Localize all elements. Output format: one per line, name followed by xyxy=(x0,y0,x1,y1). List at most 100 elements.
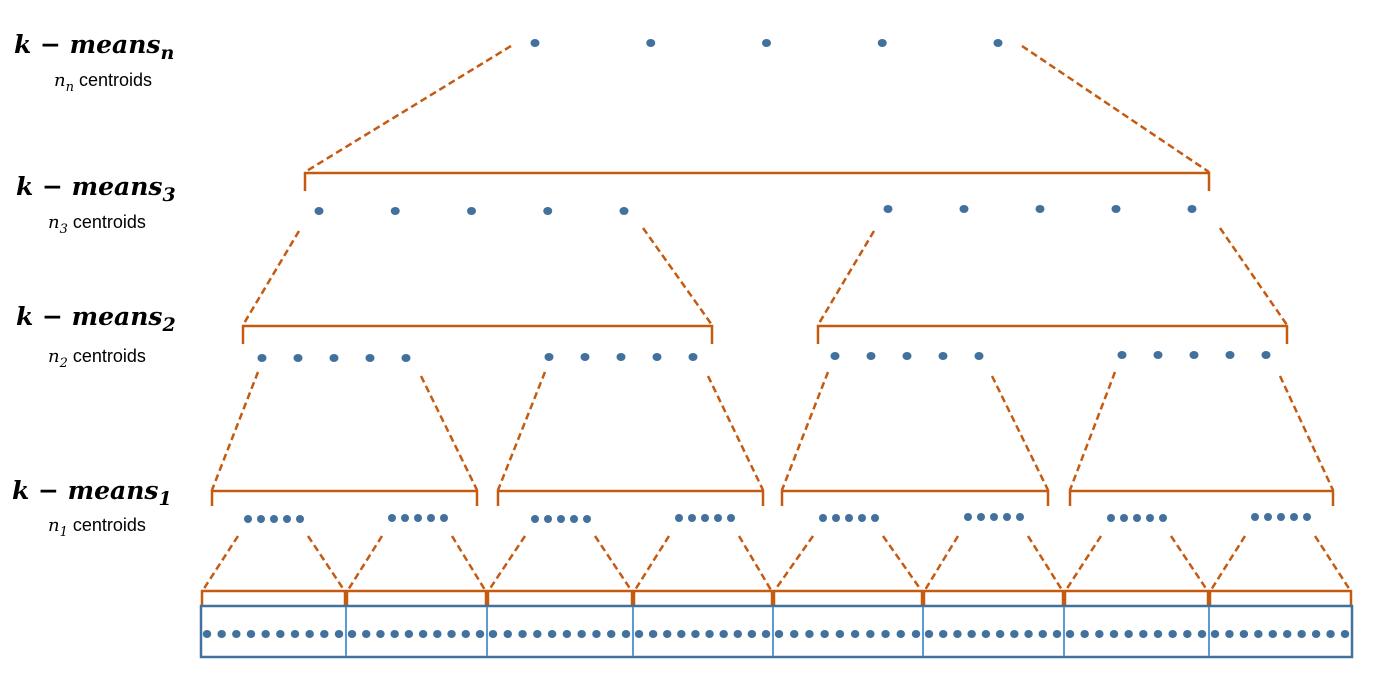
connector-level-1 xyxy=(450,535,487,591)
connector-level-1 xyxy=(1313,535,1352,591)
bracket-level-2 xyxy=(241,324,714,344)
bracket-level-1 xyxy=(496,489,765,506)
data-point xyxy=(347,630,357,638)
centroid-level-1 xyxy=(257,515,265,523)
bracket-data-block xyxy=(922,589,1065,605)
data-point xyxy=(1109,630,1119,638)
data-point xyxy=(607,630,616,638)
data-point xyxy=(1065,630,1075,638)
data-point xyxy=(1052,630,1062,638)
data-point xyxy=(1095,630,1104,638)
data-point xyxy=(1197,630,1207,638)
connector-level-3 xyxy=(1218,227,1289,326)
data-point xyxy=(577,630,586,638)
centroid-level-1 xyxy=(1251,513,1259,521)
data-point xyxy=(1153,630,1163,638)
centroid-level-1 xyxy=(819,514,827,522)
centroid-level-3 xyxy=(619,207,629,215)
centroid-level-3 xyxy=(314,207,324,215)
data-point xyxy=(835,630,845,638)
data-point xyxy=(592,630,601,638)
centroid-level-1 xyxy=(1107,514,1115,522)
level-title-3: k − means3 xyxy=(16,172,176,206)
connector-level-1 xyxy=(881,535,923,591)
centroid-level-3 xyxy=(1187,205,1197,213)
connector-level-1 xyxy=(1169,535,1209,591)
connector-level-2 xyxy=(496,371,547,491)
centroid-level-3 xyxy=(959,205,969,213)
level-title-2: k − means2 xyxy=(16,302,176,336)
data-point xyxy=(376,630,385,638)
centroid-level-2 xyxy=(293,354,303,362)
centroid-level-1 xyxy=(675,514,683,522)
data-point xyxy=(850,630,860,638)
centroid-level-1 xyxy=(871,514,879,522)
connector-level-2 xyxy=(706,375,765,491)
data-point xyxy=(924,630,934,638)
data-point xyxy=(305,630,314,638)
data-point xyxy=(1254,630,1263,638)
centroid-level-2 xyxy=(974,352,984,360)
centroid-level-1 xyxy=(1016,513,1024,521)
data-point xyxy=(1326,630,1335,638)
data-point xyxy=(747,630,757,638)
data-point xyxy=(1024,630,1033,638)
centroid-level-2 xyxy=(1189,351,1199,359)
data-point xyxy=(276,630,285,638)
centroid-level-2 xyxy=(544,353,554,361)
data-point xyxy=(953,630,962,638)
bracket-level-3 xyxy=(303,171,1211,191)
centroid-level-2 xyxy=(1261,351,1271,359)
data-point xyxy=(691,630,700,638)
data-point xyxy=(995,630,1005,638)
centroid-level-n xyxy=(646,39,656,47)
data-point xyxy=(1225,630,1234,638)
centroid-level-3 xyxy=(1111,205,1121,213)
connector-level-3 xyxy=(816,230,876,326)
level-title-1: k − means1 xyxy=(12,476,172,510)
data-point xyxy=(488,630,498,638)
centroid-level-1 xyxy=(727,514,735,522)
connector-level-1 xyxy=(633,535,671,591)
connector-level-3 xyxy=(641,227,714,326)
data-point xyxy=(232,630,241,638)
level-count-2: n2 centroids xyxy=(48,346,146,371)
centroid-level-3 xyxy=(390,207,400,215)
centroid-level-2 xyxy=(257,354,267,362)
centroid-level-1 xyxy=(401,514,409,522)
centroid-level-1 xyxy=(964,513,972,521)
connector-level-n-left xyxy=(304,44,512,174)
centroid-level-2 xyxy=(938,352,948,360)
centroid-level-1 xyxy=(1133,514,1141,522)
data-point xyxy=(648,630,658,638)
centroid-level-1 xyxy=(283,515,291,523)
data-point xyxy=(866,630,875,638)
data-point xyxy=(246,630,256,638)
data-point xyxy=(805,630,814,638)
centroid-level-1 xyxy=(990,513,998,521)
connector-level-1 xyxy=(593,535,633,591)
centroid-level-2 xyxy=(688,353,698,361)
data-point xyxy=(774,630,784,638)
bracket-data-block xyxy=(772,589,924,605)
centroid-level-3 xyxy=(1035,205,1045,213)
data-point xyxy=(334,630,344,638)
centroid-level-3 xyxy=(883,205,893,213)
connector-level-1 xyxy=(1064,535,1103,591)
centroid-level-n xyxy=(530,39,540,47)
centroid-level-2 xyxy=(580,353,590,361)
centroid-level-2 xyxy=(830,352,840,360)
data-point xyxy=(677,630,686,638)
centroid-level-2 xyxy=(1153,351,1163,359)
centroid-level-1 xyxy=(296,515,304,523)
data-point xyxy=(705,630,714,638)
centroid-level-2 xyxy=(1117,351,1127,359)
centroid-level-1 xyxy=(832,514,840,522)
connector-level-1 xyxy=(201,535,240,591)
centroid-level-1 xyxy=(1277,513,1285,521)
data-point xyxy=(1210,630,1220,638)
bracket-data-block xyxy=(1063,589,1210,605)
connector-level-2 xyxy=(990,375,1050,491)
data-point xyxy=(547,630,557,638)
